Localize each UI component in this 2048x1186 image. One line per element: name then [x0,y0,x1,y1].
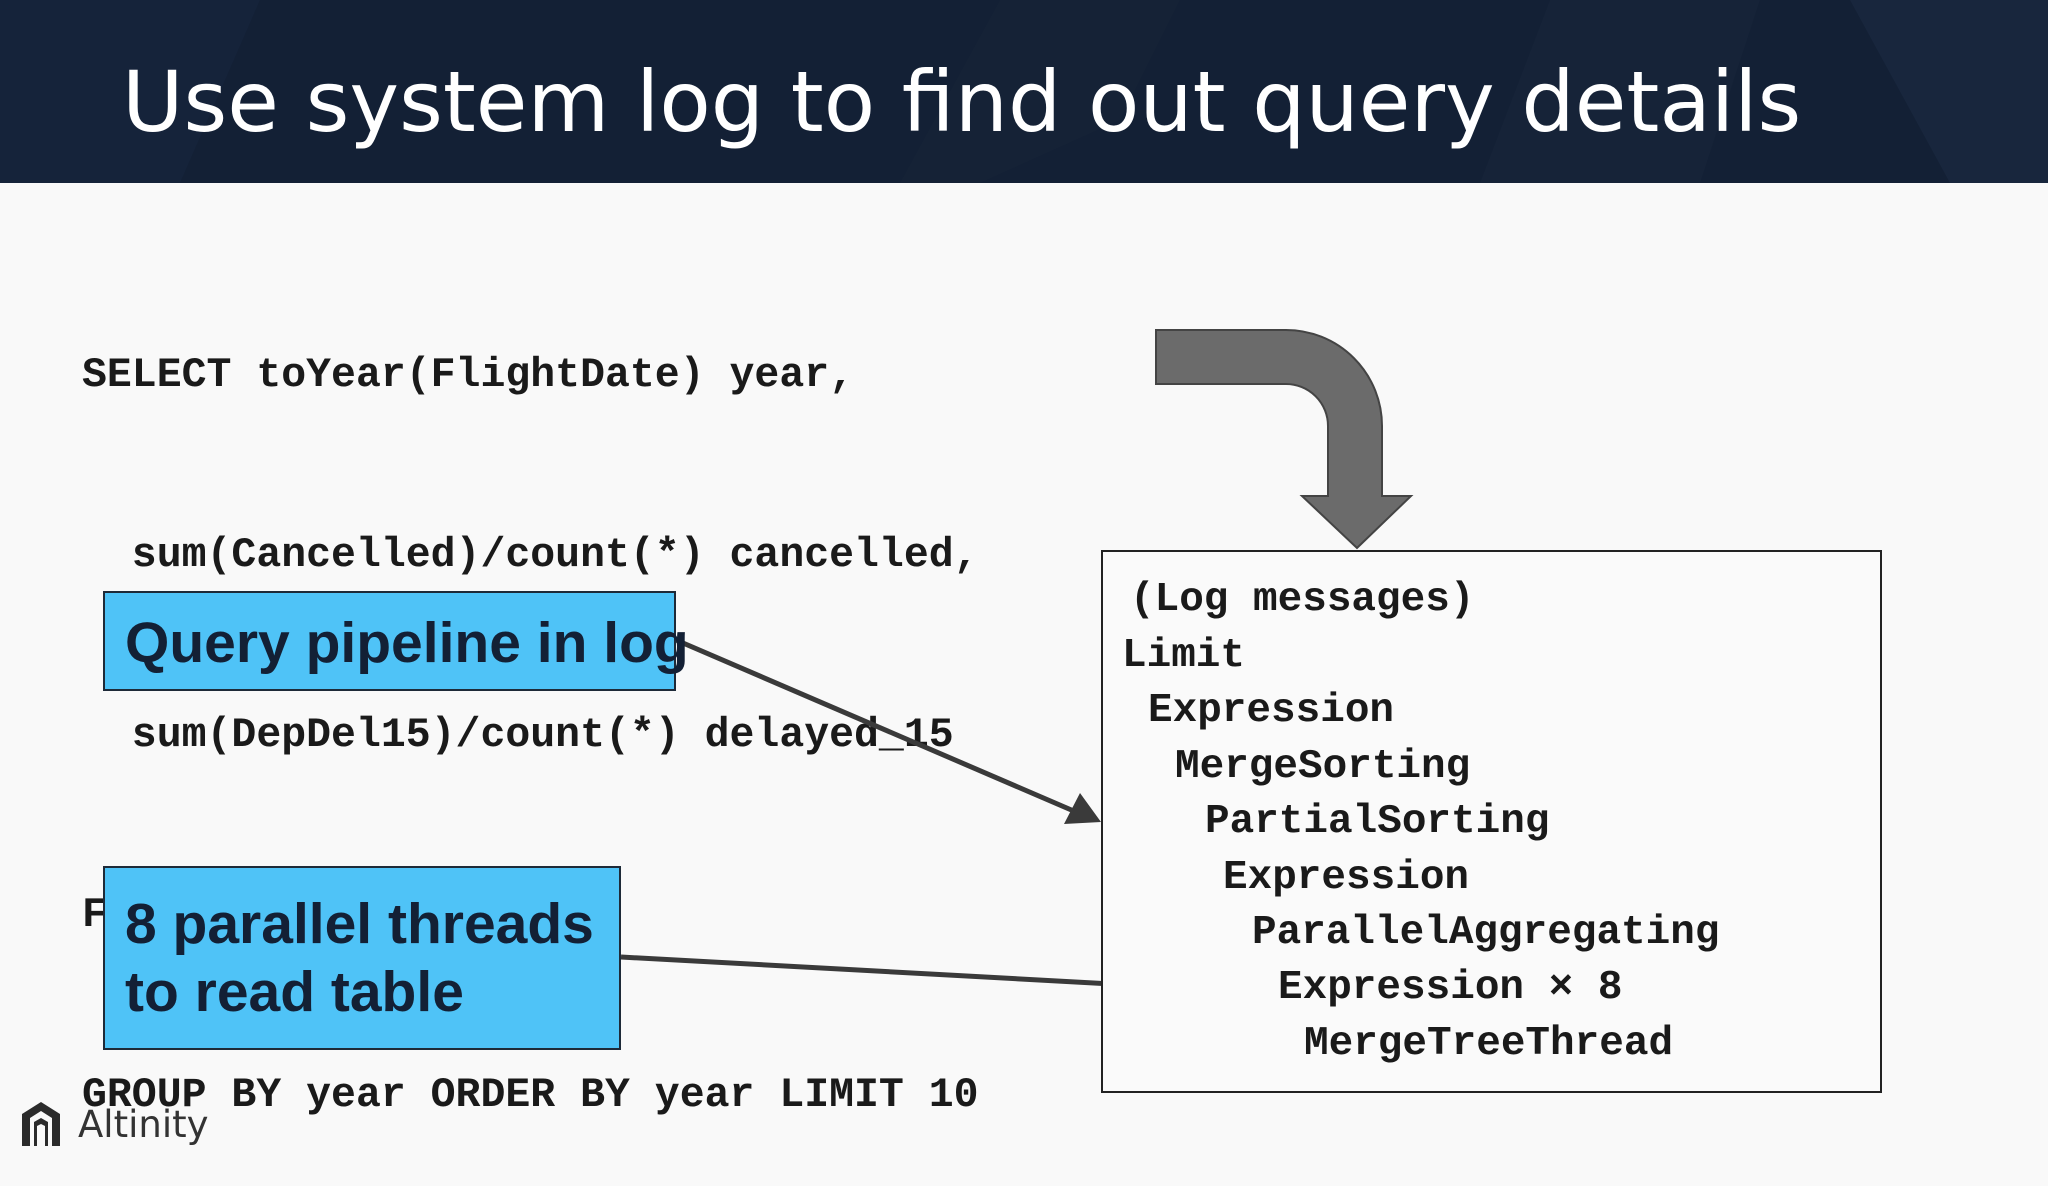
log-step-expression: Expression [1223,855,1470,901]
pipeline-callout: Query pipeline in log [103,591,689,691]
slide-header: Use system log to find out query details [0,0,2048,183]
log-step-mergetreethread: MergeTreeThread [1304,1021,1674,1067]
brand-footer: Altinity [18,1100,209,1148]
threads-callout-line: 8 parallel threads [125,892,594,956]
pipeline-pointer-arrow [675,637,1091,821]
log-step-parallelaggregating: ParallelAggregating [1252,910,1720,956]
slide-title: Use system log to find out query details [122,53,1802,151]
altinity-logo-icon [22,1102,60,1146]
log-step-limit: Limit [1122,633,1246,679]
log-messages-box: (Log messages) Limit Expression MergeSor… [1101,550,1882,1093]
sql-line: sum(DepDel15)/count(*) delayed_15 [82,712,954,759]
brand-name: Altinity [78,1102,209,1146]
log-header: (Log messages) [1130,577,1475,623]
header-background-shapes [0,0,2048,183]
threads-callout: 8 parallel threads to read table [103,866,621,1050]
log-step-expression: Expression [1148,688,1395,734]
sql-line: SELECT toYear(FlightDate) year, [82,352,855,399]
curved-arrow-icon [1155,329,1414,550]
log-step-mergesorting: MergeSorting [1175,744,1471,790]
log-step-partialsorting: PartialSorting [1205,799,1550,845]
pipeline-arrowhead-icon [1064,793,1101,824]
sql-line: sum(Cancelled)/count(*) cancelled, [82,532,979,579]
log-step-expression-x8: Expression × 8 [1278,965,1623,1011]
sql-line: GROUP BY year ORDER BY year LIMIT 10 [82,1072,979,1119]
threads-callout-line: to read table [125,960,464,1024]
